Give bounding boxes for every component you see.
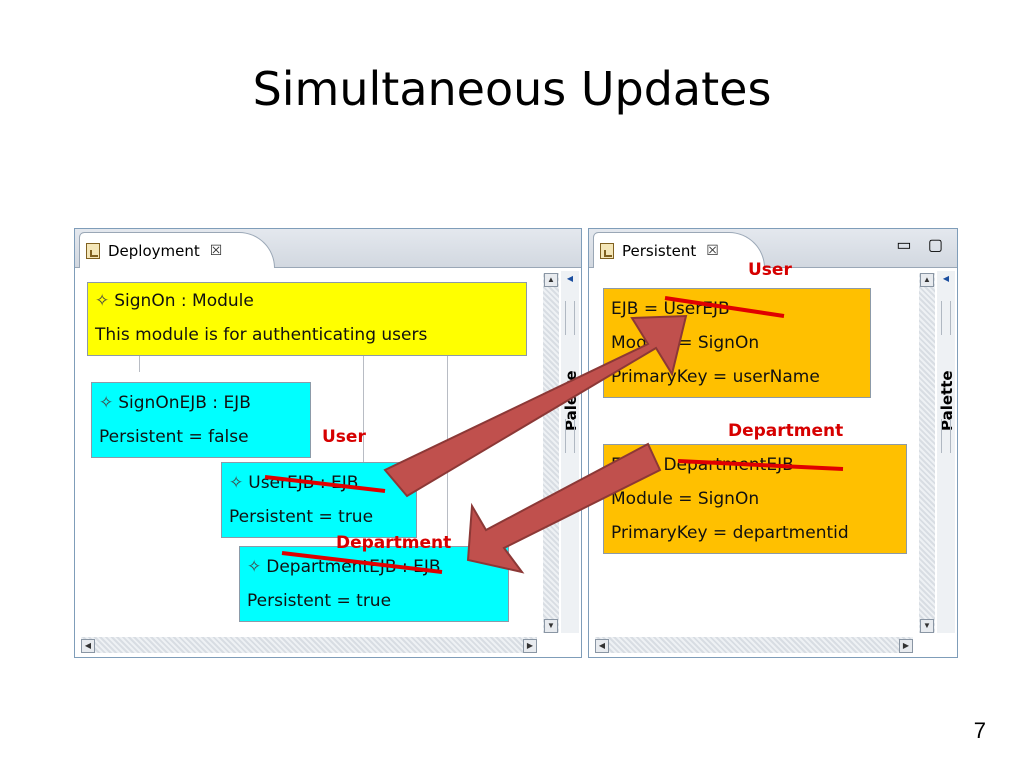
close-icon[interactable]: ☒ (209, 242, 223, 259)
document-icon (600, 242, 614, 259)
scroll-down-button[interactable]: ▼ (920, 619, 934, 633)
entity-module: Module = SignOn (611, 489, 760, 509)
diamond-icon: ✧ (247, 557, 262, 577)
tab-label: Deployment (108, 241, 200, 260)
scroll-right-button[interactable]: ▶ (899, 639, 913, 653)
scroll-left-button[interactable]: ◀ (595, 639, 609, 653)
entity-module: Module = SignOn (611, 333, 760, 353)
ejb-property: Persistent = true (229, 507, 374, 527)
scroll-down-button[interactable]: ▼ (544, 619, 558, 633)
ejb-title: UserEJB : EJB (248, 473, 359, 493)
horizontal-scrollbar[interactable] (595, 637, 913, 653)
entity-primary-key: PrimaryKey = departmentid (611, 523, 849, 543)
entity-node-user[interactable]: EJB = UserEJB Module = SignOn PrimaryKey… (603, 288, 871, 398)
ejb-node-user[interactable]: ✧UserEJB : EJB Persistent = true (221, 462, 417, 538)
connection-line (363, 348, 364, 500)
annotation-department-right: Department (728, 421, 844, 441)
scroll-up-button[interactable]: ▲ (544, 273, 558, 287)
vertical-scrollbar[interactable] (919, 273, 935, 633)
tab-bar: Persistent ☒ ▭ ▢ (589, 229, 957, 268)
entity-primary-key: PrimaryKey = userName (611, 367, 820, 387)
diamond-icon: ✧ (229, 473, 244, 493)
tab-label: Persistent (622, 241, 697, 260)
ejb-node-department[interactable]: ✧DepartmentEJB : EJB Persistent = true (239, 546, 509, 622)
module-description: This module is for authenticating users (95, 325, 428, 345)
window-controls[interactable]: ▭ ▢ (896, 237, 949, 254)
annotation-user-right: User (748, 260, 792, 280)
slide-title: Simultaneous Updates (252, 62, 772, 116)
module-node[interactable]: ✧SignOn : Module This module is for auth… (87, 282, 527, 356)
tab-persistent[interactable]: Persistent ☒ (593, 232, 765, 268)
entity-ejb: EJB = UserEJB (611, 299, 730, 319)
palette-collapse-icon[interactable]: ◀ (942, 274, 950, 283)
diagram-canvas[interactable]: EJB = UserEJB Module = SignOn PrimaryKey… (589, 268, 957, 657)
entity-ejb: EJB = DepartmentEJB (611, 455, 794, 475)
diamond-icon: ✧ (95, 291, 110, 311)
tab-bar: Deployment ☒ (75, 229, 581, 268)
connection-line (139, 348, 140, 372)
scroll-right-button[interactable]: ▶ (523, 639, 537, 653)
close-icon[interactable]: ☒ (706, 242, 719, 259)
palette-grip-icon[interactable] (565, 301, 575, 335)
palette-grip-icon[interactable] (565, 419, 575, 453)
document-icon (86, 242, 100, 259)
ejb-node-signon[interactable]: ✧SignOnEJB : EJB Persistent = false (91, 382, 311, 458)
annotation-department-left: Department (336, 533, 452, 553)
palette-grip-icon[interactable] (941, 419, 951, 453)
persistent-editor: Persistent ☒ ▭ ▢ EJB = UserEJB Module = … (588, 228, 958, 658)
ejb-title: DepartmentEJB : EJB (266, 557, 441, 577)
horizontal-scrollbar[interactable] (81, 637, 537, 653)
palette-collapse-icon[interactable]: ◀ (566, 274, 574, 283)
scroll-left-button[interactable]: ◀ (81, 639, 95, 653)
diagram-canvas[interactable]: ✧SignOn : Module This module is for auth… (75, 268, 581, 657)
annotation-user-left: User (322, 427, 366, 447)
palette-strip[interactable] (937, 271, 955, 633)
tab-deployment[interactable]: Deployment ☒ (79, 232, 275, 268)
diamond-icon: ✧ (99, 393, 114, 413)
module-title: SignOn : Module (114, 291, 254, 311)
palette-grip-icon[interactable] (941, 301, 951, 335)
ejb-property: Persistent = false (99, 427, 249, 447)
entity-node-department[interactable]: EJB = DepartmentEJB Module = SignOn Prim… (603, 444, 907, 554)
vertical-scrollbar[interactable] (543, 273, 559, 633)
page-number: 7 (973, 718, 986, 743)
ejb-title: SignOnEJB : EJB (118, 393, 251, 413)
scroll-up-button[interactable]: ▲ (920, 273, 934, 287)
ejb-property: Persistent = true (247, 591, 392, 611)
